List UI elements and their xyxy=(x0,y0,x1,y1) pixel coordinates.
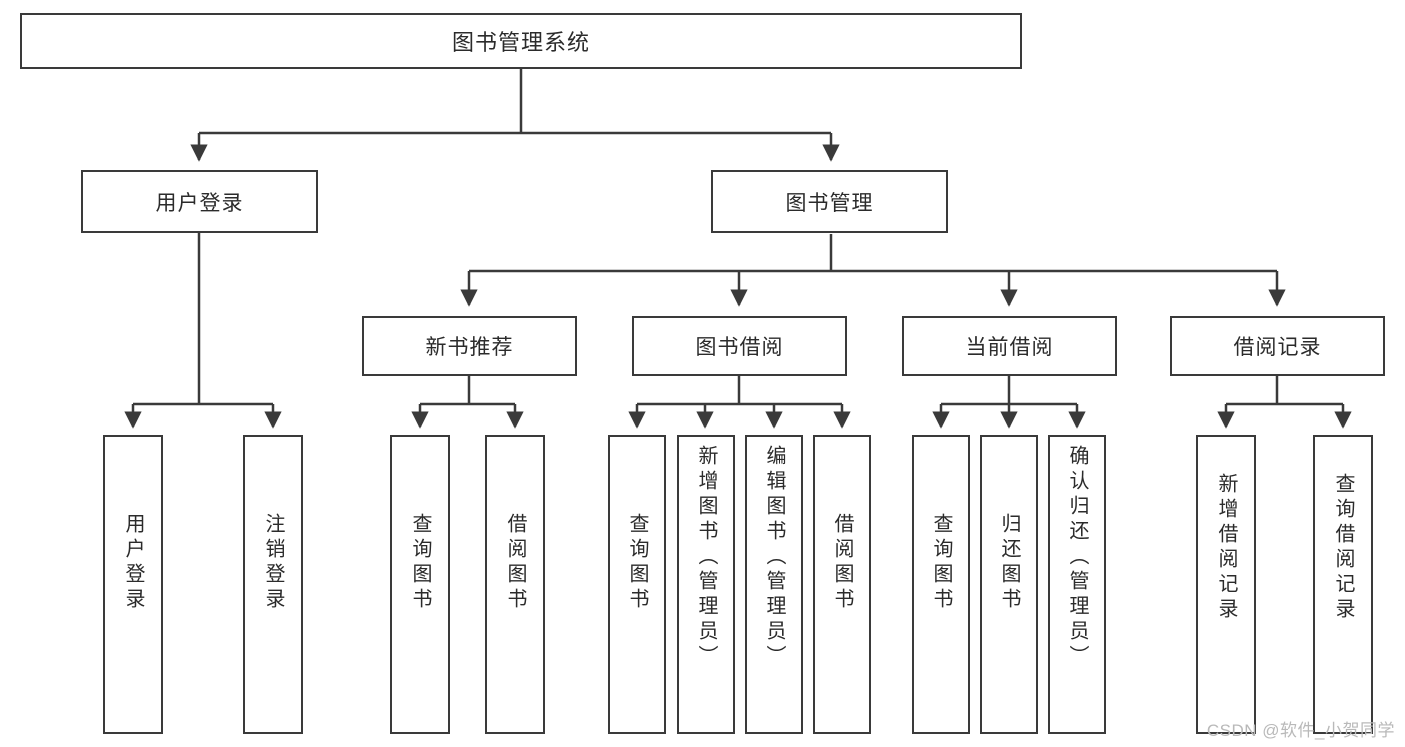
leaf-user-login-login[interactable]: 用户登录 xyxy=(103,435,163,734)
leaf-new-book-query[interactable]: 查询图书 xyxy=(390,435,450,734)
node-user-login[interactable]: 用户登录 xyxy=(81,170,318,233)
node-label: 当前借阅 xyxy=(965,336,1054,359)
leaf-current-borrow-return[interactable]: 归还图书 xyxy=(980,435,1038,734)
leaf-label: 借阅图书 xyxy=(504,513,526,613)
leaf-book-borrow-query[interactable]: 查询图书 xyxy=(608,435,666,734)
leaf-borrow-record-add[interactable]: 新增借阅记录 xyxy=(1196,435,1256,734)
node-label: 新书推荐 xyxy=(425,336,514,359)
leaf-label: 编辑图书（管理员） xyxy=(763,445,785,670)
leaf-book-borrow-edit[interactable]: 编辑图书（管理员） xyxy=(745,435,803,734)
node-root-system[interactable]: 图书管理系统 xyxy=(20,13,1022,69)
leaf-label: 新增借阅记录 xyxy=(1215,473,1237,623)
node-label: 图书管理系统 xyxy=(451,30,590,55)
node-borrow-record[interactable]: 借阅记录 xyxy=(1170,316,1385,376)
leaf-label: 借阅图书 xyxy=(831,513,853,613)
node-label: 图书管理 xyxy=(785,191,874,215)
leaf-user-login-logout[interactable]: 注销登录 xyxy=(243,435,303,734)
leaf-book-borrow-add[interactable]: 新增图书（管理员） xyxy=(677,435,735,734)
node-book-borrow[interactable]: 图书借阅 xyxy=(632,316,847,376)
node-new-book-recommend[interactable]: 新书推荐 xyxy=(362,316,577,376)
leaf-label: 确认归还（管理员） xyxy=(1066,445,1088,670)
leaf-book-borrow-borrow[interactable]: 借阅图书 xyxy=(813,435,871,734)
leaf-label: 归还图书 xyxy=(998,513,1020,613)
watermark-text: CSDN @软件_小贺同学 xyxy=(1206,721,1395,740)
leaf-current-borrow-confirm[interactable]: 确认归还（管理员） xyxy=(1048,435,1106,734)
leaf-label: 查询图书 xyxy=(930,513,952,613)
leaf-new-book-borrow[interactable]: 借阅图书 xyxy=(485,435,545,734)
node-label: 图书借阅 xyxy=(695,336,784,359)
leaf-label: 用户登录 xyxy=(122,513,144,613)
node-label: 借阅记录 xyxy=(1233,336,1322,359)
node-current-borrow[interactable]: 当前借阅 xyxy=(902,316,1117,376)
leaf-borrow-record-query[interactable]: 查询借阅记录 xyxy=(1313,435,1373,734)
leaf-label: 新增图书（管理员） xyxy=(695,445,717,670)
leaf-label: 查询图书 xyxy=(409,513,431,613)
node-book-management[interactable]: 图书管理 xyxy=(711,170,948,233)
leaf-label: 查询借阅记录 xyxy=(1332,473,1354,623)
leaf-label: 注销登录 xyxy=(262,513,284,613)
leaf-current-borrow-query[interactable]: 查询图书 xyxy=(912,435,970,734)
node-label: 用户登录 xyxy=(155,191,244,215)
leaf-label: 查询图书 xyxy=(626,513,648,613)
